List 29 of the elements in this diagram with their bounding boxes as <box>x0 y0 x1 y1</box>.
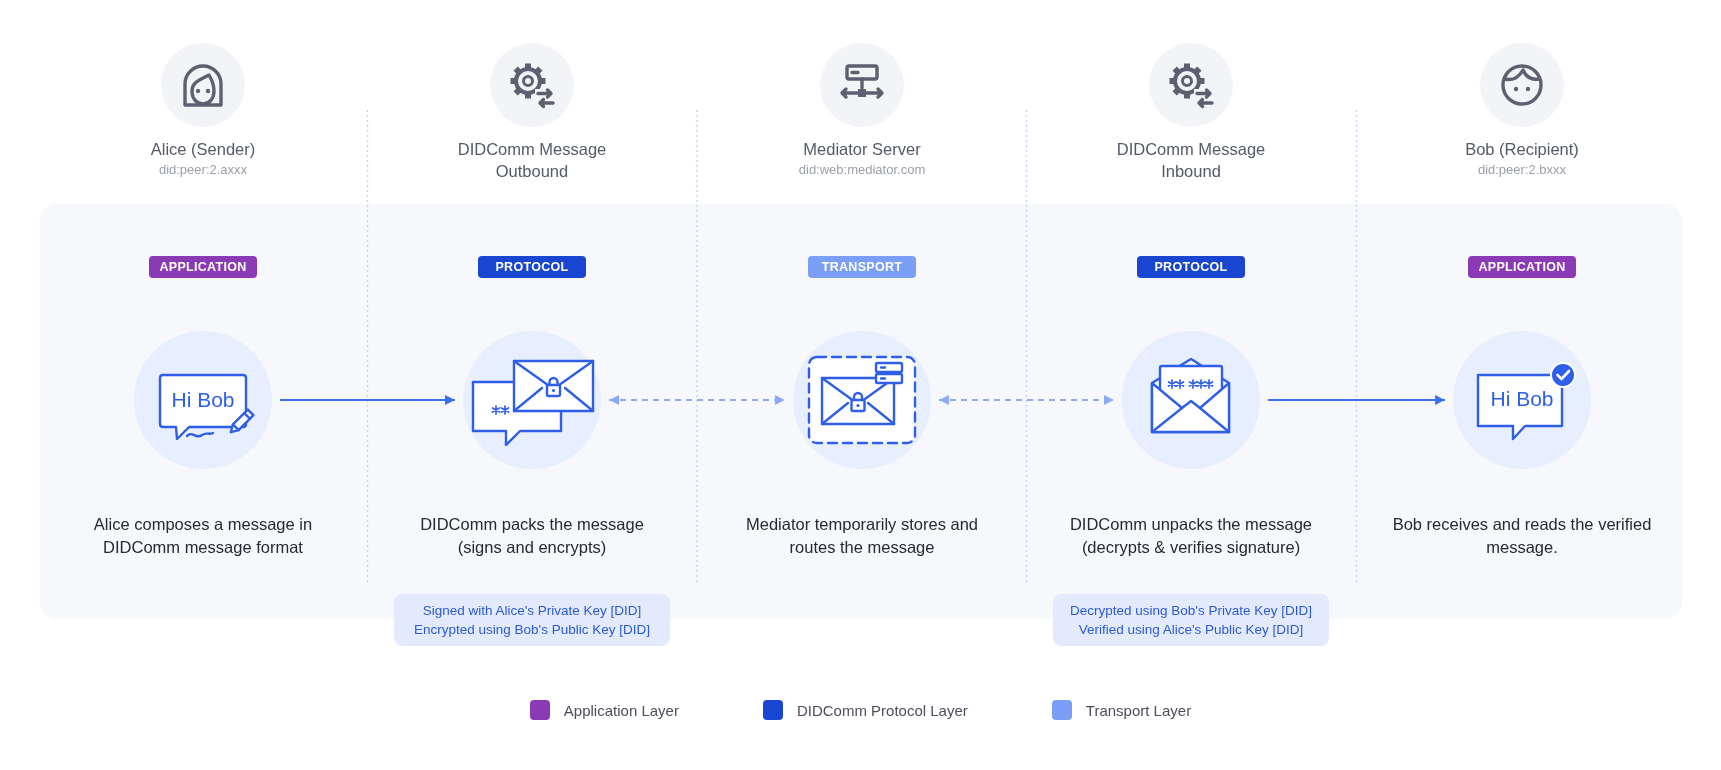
column-heading: Alice (Sender) <box>150 139 256 160</box>
column-heading: Bob (Recipient) <box>1465 139 1579 160</box>
dashed-double-arrow <box>938 395 1115 405</box>
did-identifier: did:peer:2.axxx <box>158 161 248 179</box>
column-heading: DIDComm Message Inbound <box>1115 139 1267 182</box>
message-text: Hi Bob <box>171 387 235 413</box>
column-heading: Mediator Server <box>803 139 921 160</box>
layer-tag: PROTOCOL <box>478 256 586 278</box>
step-description: DIDComm unpacks the message (decrypts & verifies signature) <box>1068 514 1314 558</box>
note-panel: Signed with Alice's Private Key [DID] Encrypted using Bob's Public Key [DID] <box>394 594 670 646</box>
layer-tag: APPLICATION <box>1468 256 1576 278</box>
step-description: Alice composes a message in DIDComm message format <box>92 514 314 558</box>
layer-tag: TRANSPORT <box>808 256 916 278</box>
arrow <box>279 395 456 405</box>
note-panel: Decrypted using Bob's Private Key [DID] Verified using Alice's Public Key [DID] <box>1053 594 1329 646</box>
legend-label: DIDComm Protocol Layer <box>796 701 968 719</box>
step-description: Mediator temporarily stores and routes the message <box>745 514 979 558</box>
step-description: DIDComm packs the message (signs and encrypts) <box>419 514 645 558</box>
legend-label: Transport Layer <box>1085 701 1192 719</box>
column-heading: DIDComm Message Outbound <box>456 139 608 182</box>
dashed-double-arrow <box>608 395 786 405</box>
step-description: Bob receives and reads the verified message. <box>1391 514 1653 558</box>
arrow <box>1267 395 1446 405</box>
layer-tag: APPLICATION <box>149 256 257 278</box>
layer-tag: PROTOCOL <box>1137 256 1245 278</box>
did-identifier: did:peer:2.bxxx <box>1477 161 1567 179</box>
message-text: Hi Bob <box>1490 386 1554 412</box>
did-identifier: did:web:mediator.com <box>798 161 926 179</box>
legend-label: Application Layer <box>563 701 679 719</box>
